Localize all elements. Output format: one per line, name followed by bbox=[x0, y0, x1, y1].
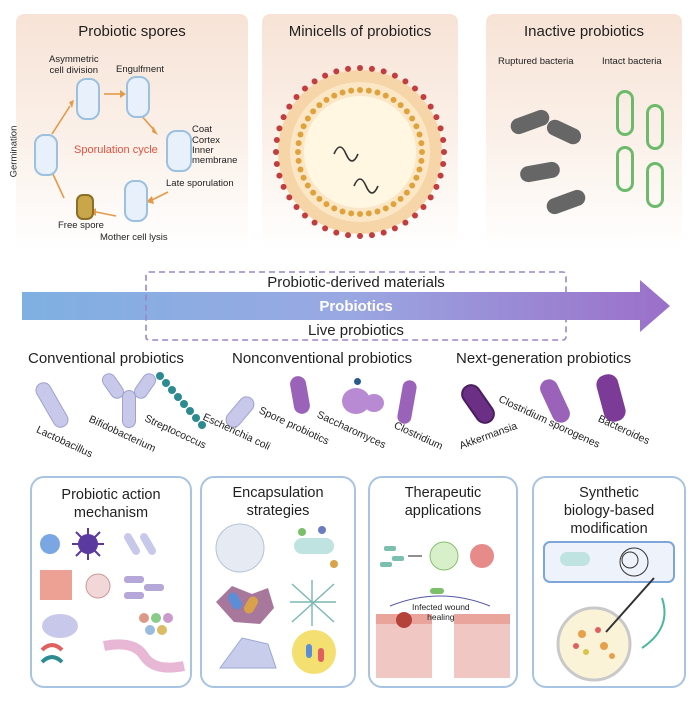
encapsulation-title: Encapsulation strategies bbox=[232, 485, 324, 519]
spore-probiotic-shape bbox=[288, 374, 312, 416]
engulfment-label: Engulfment bbox=[116, 64, 165, 75]
minicell-illustration bbox=[273, 65, 447, 239]
germination-cell bbox=[34, 134, 58, 176]
akkermansia-name: Akkermansia bbox=[457, 419, 519, 453]
coat-label: Coat bbox=[192, 124, 213, 135]
sporulation-cycle-label: Sporulation cycle bbox=[74, 144, 158, 156]
conventional-heading: Conventional probiotics bbox=[28, 350, 184, 367]
late-sporulation-label: Late sporulation bbox=[166, 178, 234, 189]
synthetic-illustration bbox=[543, 541, 675, 682]
therapeutic-title: Therapeutic applications bbox=[404, 485, 482, 519]
ruptured-bacterium bbox=[544, 187, 588, 217]
lactobacillus-name: Lactobacillus bbox=[34, 423, 95, 461]
mechanism-title: Probiotic action mechanism bbox=[61, 487, 161, 521]
inner-membrane-label: Inner membrane bbox=[192, 145, 238, 166]
bifidobacterium-shape bbox=[98, 370, 159, 428]
live-probiotics-label: Live probiotics bbox=[308, 322, 404, 339]
germination-label: Germination bbox=[8, 125, 20, 178]
akkermansia-shape bbox=[459, 383, 497, 425]
mechanism-illustration bbox=[40, 528, 185, 673]
mother-lysis-label: Mother cell lysis bbox=[100, 232, 168, 243]
bacteroides-name: Bacteroides bbox=[596, 412, 652, 448]
minicells-title: Minicells of probiotics bbox=[288, 23, 432, 40]
ruptured-label: Ruptured bacteria bbox=[498, 56, 574, 67]
encapsulation-box: Encapsulation strategies bbox=[200, 476, 356, 688]
nextgen-heading: Next-generation probiotics bbox=[456, 350, 632, 367]
spores-title: Probiotic spores bbox=[78, 23, 186, 40]
clostridium-name: Clostridium bbox=[391, 419, 445, 453]
encapsulation-illustration bbox=[215, 523, 338, 674]
inactive-panel: Inactive probiotics Ruptured bacteria In… bbox=[486, 14, 682, 250]
synthetic-box: Synthetic biology-based modification bbox=[532, 476, 686, 688]
late-sporulation-cell bbox=[166, 130, 192, 172]
intact-label: Intact bacteria bbox=[602, 56, 662, 67]
engulfment-cell bbox=[126, 76, 150, 118]
synthetic-title: Synthetic biology-based modification bbox=[563, 485, 655, 537]
intact-bacterium bbox=[646, 104, 664, 150]
intact-bacterium bbox=[616, 146, 634, 192]
intact-bacterium bbox=[616, 90, 634, 136]
probiotics-arrow bbox=[22, 271, 670, 341]
derived-materials-label: Probiotic-derived materials bbox=[267, 274, 445, 291]
ruptured-bacterium bbox=[544, 117, 584, 147]
therapeutic-box: Therapeutic applications Infected wound … bbox=[368, 476, 518, 688]
minicells-panel: Minicells of probiotics bbox=[262, 14, 458, 250]
free-spore-label: Free spore bbox=[58, 220, 104, 231]
free-spore bbox=[76, 194, 94, 220]
cortex-label: Cortex bbox=[192, 135, 220, 146]
asymmetric-cell bbox=[76, 78, 100, 120]
streptococcus-shape bbox=[154, 372, 214, 432]
asymmetric-label: Asymmetric cell division bbox=[49, 54, 99, 76]
wound-label: Infected wound healing bbox=[412, 602, 470, 622]
nonconventional-heading: Nonconventional probiotics bbox=[232, 350, 413, 367]
spores-panel: Probiotic spores Sporulation cycle Asymm… bbox=[8, 14, 248, 250]
probiotics-label: Probiotics bbox=[319, 298, 393, 315]
ruptured-bacterium bbox=[518, 160, 562, 184]
mother-lysis-cell bbox=[124, 180, 148, 222]
ruptured-bacterium bbox=[508, 107, 552, 137]
therapeutic-illustration bbox=[376, 541, 510, 678]
saccharomyces-shape bbox=[340, 378, 390, 422]
clostridium-shape bbox=[396, 379, 418, 425]
intact-bacterium bbox=[646, 162, 664, 208]
inactive-title: Inactive probiotics bbox=[523, 23, 645, 40]
mechanism-box: Probiotic action mechanism bbox=[30, 476, 192, 688]
